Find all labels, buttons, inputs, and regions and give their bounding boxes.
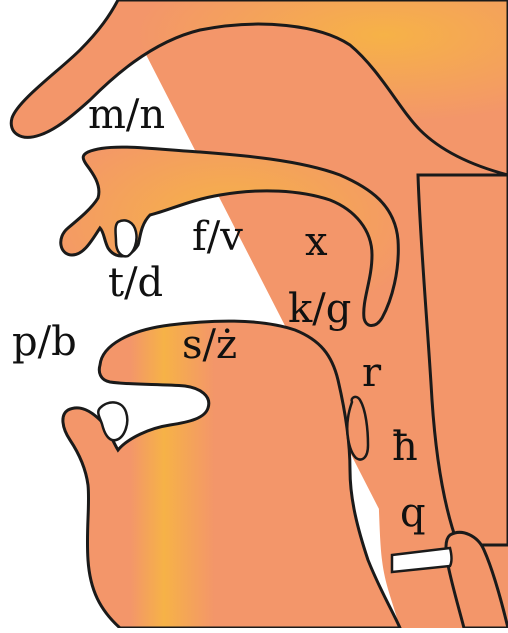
label-velar-fricative: x (305, 219, 328, 265)
label-alveolar: t/d (108, 260, 163, 306)
label-nasal: m/n (88, 92, 165, 138)
label-sibilant: s/ż (182, 322, 237, 368)
label-uvular: q (400, 490, 426, 536)
label-labiodental: f/v (192, 214, 243, 260)
label-velar-stop: k/g (288, 286, 351, 332)
label-pharyngeal: ħ (392, 424, 418, 470)
label-bilabial: p/b (12, 319, 77, 365)
label-rhotic: r (362, 350, 382, 396)
upper-tooth (116, 220, 137, 256)
